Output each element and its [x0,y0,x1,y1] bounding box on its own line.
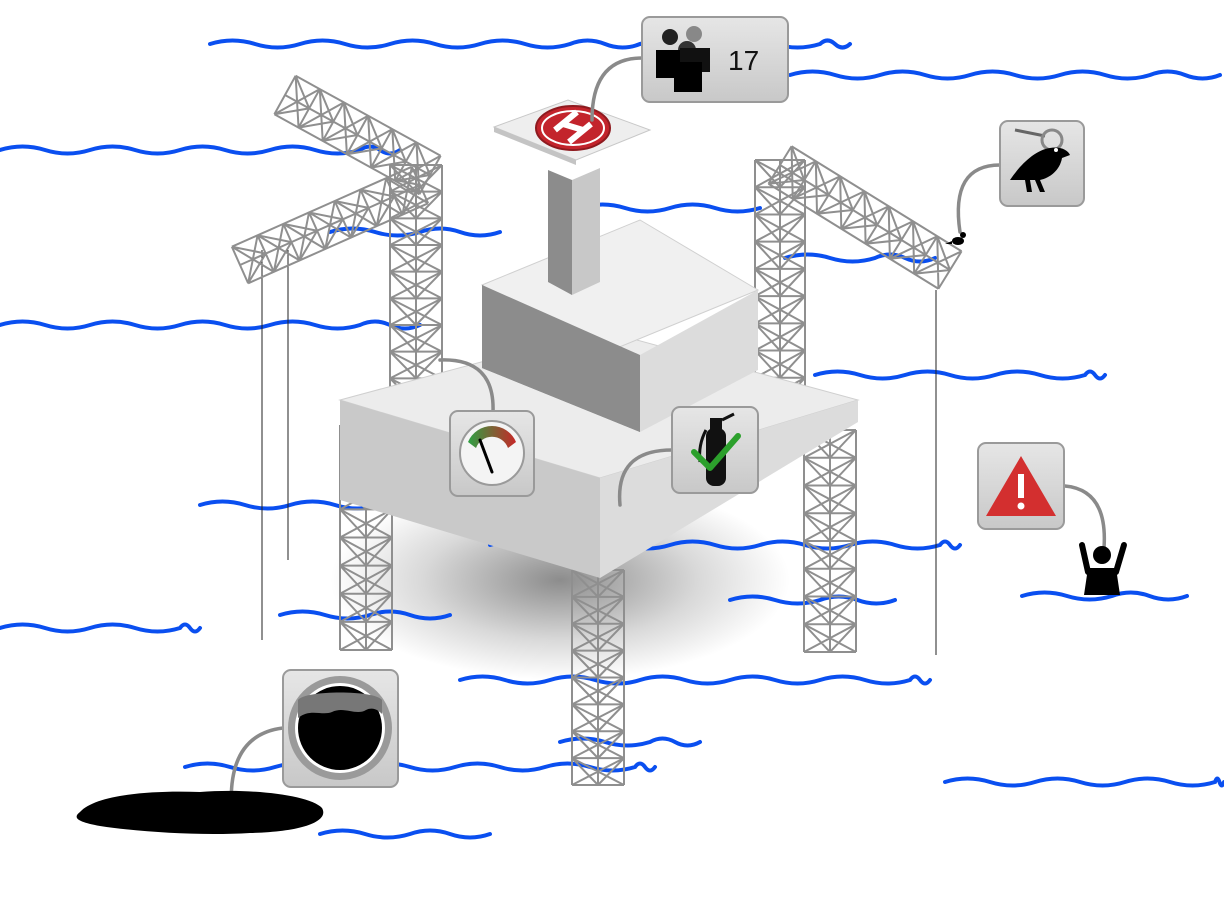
fire-safety-badge[interactable] [671,406,759,494]
person-in-water-icon [1079,542,1127,595]
wave-line [328,226,502,238]
wave-line [278,609,452,621]
bird-binoculars-icon [1010,128,1070,192]
pressure-gauge-icon [459,420,525,486]
wave-line [0,144,402,156]
truss-structures [230,74,963,786]
truss-crane-right-arm [767,145,963,290]
crew-count: 17 [728,45,759,76]
helipad-column [548,168,600,295]
wave-line [558,736,702,748]
wave-line [813,369,1107,381]
wave-line [788,69,1222,81]
wave-line [183,761,657,773]
truss-crane-right-mast [754,159,806,406]
pressure-gauge-badge[interactable] [449,410,535,497]
wave-line [1020,590,1189,602]
wave-line [0,319,422,331]
crew-count-badge[interactable]: 17 [641,16,789,103]
truss-leg-front [571,569,625,786]
warning-badge[interactable] [977,442,1065,530]
wave-line [198,499,382,511]
truss-leg-right [803,429,857,653]
wave-line [318,828,492,840]
helipad-h-icon [553,109,593,145]
wave-line [208,38,642,50]
people-icon [656,26,710,92]
wave-line [0,622,202,634]
seabird-badge[interactable] [999,120,1085,207]
wave-line [728,594,897,606]
oil-tank-icon [288,676,392,780]
platform-upper-block [480,219,760,432]
wave-line [458,674,932,686]
oil-level-badge[interactable] [282,669,399,788]
truss-crane-left-mast [389,164,443,406]
truss-crane-left-arm-upper [273,74,442,196]
wave-line [578,202,762,214]
seabird-on-truss [945,232,966,245]
warning-triangle-icon [986,456,1056,516]
wave-line [943,776,1224,788]
helipad [492,99,652,165]
oil-slick [76,790,324,835]
truss-crane-left-arm-lower [230,165,430,285]
sea-waves [0,38,1224,840]
mooring-lines [261,250,937,655]
fire-extinguisher-check-icon [691,412,741,486]
